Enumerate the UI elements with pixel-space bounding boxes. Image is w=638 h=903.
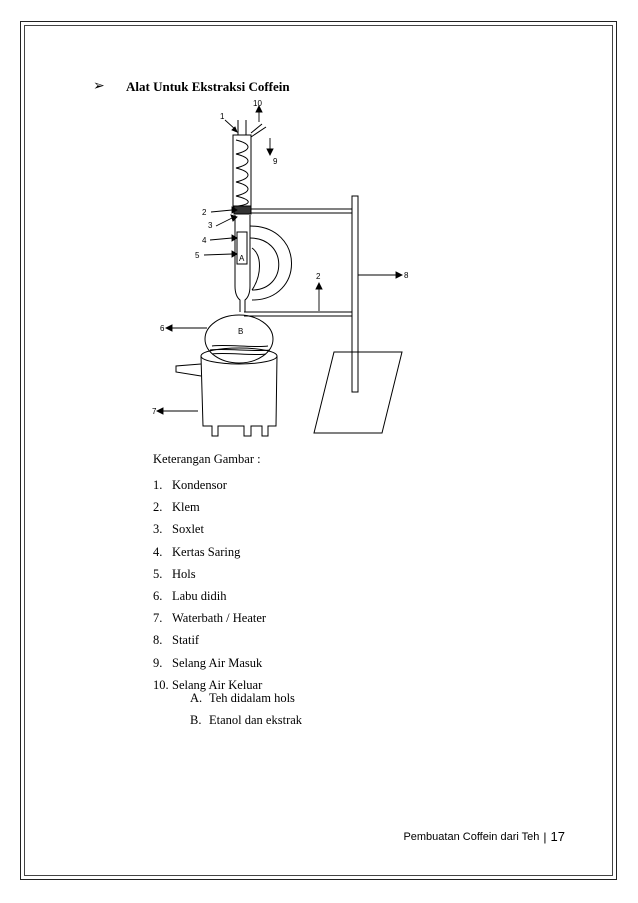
label-b: B <box>238 327 243 336</box>
arrow-bullet-icon: ➢ <box>93 79 105 94</box>
legend-item-label: Statif <box>172 633 200 648</box>
legend-item: 5. Hols <box>153 567 266 589</box>
callout-7: 7 <box>152 407 157 416</box>
callout-3: 3 <box>208 221 213 230</box>
legend-item-num: 10. <box>153 677 169 692</box>
legend-item: 7. Waterbath / Heater <box>153 611 266 633</box>
legend-item-num: 1. <box>153 478 163 492</box>
boiling-flask-illustration <box>204 314 274 364</box>
legend-item-label: Labu didih <box>172 588 227 603</box>
sub-item-label: Teh didalam hols <box>209 691 295 705</box>
legend-item-label: Kertas Saring <box>172 544 241 559</box>
legend-item-num: 5. <box>153 566 163 581</box>
legend-title: Keterangan Gambar : <box>153 452 261 466</box>
legend-sub-item: A. Teh didalam hols <box>190 691 295 706</box>
stand-illustration <box>244 195 403 434</box>
condenser-illustration <box>232 120 267 208</box>
callout-8: 8 <box>404 271 409 280</box>
legend-item-label: Klem <box>172 500 200 515</box>
footer-separator: | <box>543 829 547 844</box>
legend-item: 9. Selang Air Masuk <box>153 656 266 678</box>
page-border-inner <box>24 25 613 876</box>
legend-item-label: Selang Air Keluar <box>172 677 263 692</box>
legend-item-num: 8. <box>153 633 163 648</box>
callout-5: 5 <box>195 251 200 260</box>
legend-item: 4. Kertas Saring <box>153 545 266 567</box>
sub-item-num: A. <box>190 691 203 705</box>
callout-6: 6 <box>160 324 165 333</box>
legend-item-num: 4. <box>153 544 163 559</box>
callout-9: 9 <box>273 157 278 166</box>
legend-item: 6. Labu didih <box>153 589 266 611</box>
legend-sub-item: B. Etanol dan ekstrak <box>190 713 302 728</box>
legend-item: 2. Klem <box>153 500 266 522</box>
legend-item-label: Waterbath / Heater <box>172 611 267 626</box>
callout-2: 2 <box>202 208 207 217</box>
legend-item: 1. Kondensor <box>153 478 266 500</box>
legend-item: 8. Statif <box>153 633 266 655</box>
legend-item-num: 9. <box>153 655 163 670</box>
section-heading: Alat Untuk Ekstraksi Coffein <box>126 79 290 94</box>
sub-item-label: Etanol dan ekstrak <box>209 713 303 727</box>
label-a: A <box>239 254 245 263</box>
water-bath-illustration <box>175 347 278 437</box>
soxhlet-illustration <box>234 215 292 312</box>
sub-item-num: B. <box>190 713 202 727</box>
page-footer: Pembuatan Coffein dari Teh | 17 <box>403 829 565 844</box>
legend-list: 1. Kondensor 2. Klem 3. Soxlet 4. Kertas Saring… <box>153 478 266 700</box>
footer-title: Pembuatan Coffein dari Teh <box>403 830 540 843</box>
legend-item: 3. Soxlet <box>153 522 266 544</box>
legend-item-label: Selang Air Masuk <box>172 655 263 670</box>
legend-item-label: Hols <box>172 566 196 581</box>
legend-item-num: 2. <box>153 500 163 515</box>
soxhlet-apparatus-diagram: 1 2 3 4 5 6 7 8 9 10 2 A B <box>152 99 409 437</box>
legend-item-label: Kondensor <box>172 478 227 492</box>
figure-legend: Keterangan Gambar : 1. Kondensor 2. Klem 3. S… <box>153 452 266 700</box>
callout-2-lower: 2 <box>316 272 321 281</box>
callout-10: 10 <box>253 99 262 108</box>
legend-item-num: 7. <box>153 611 163 626</box>
page-border-outer <box>20 21 617 880</box>
callout-4: 4 <box>202 236 207 245</box>
legend-item-num: 3. <box>153 522 163 537</box>
legend-item: 10.Selang Air Keluar <box>153 678 266 700</box>
legend-item-label: Soxlet <box>172 522 204 537</box>
legend-item-num: 6. <box>153 588 163 603</box>
page-number: 17 <box>550 829 565 844</box>
callout-1: 1 <box>220 112 225 121</box>
